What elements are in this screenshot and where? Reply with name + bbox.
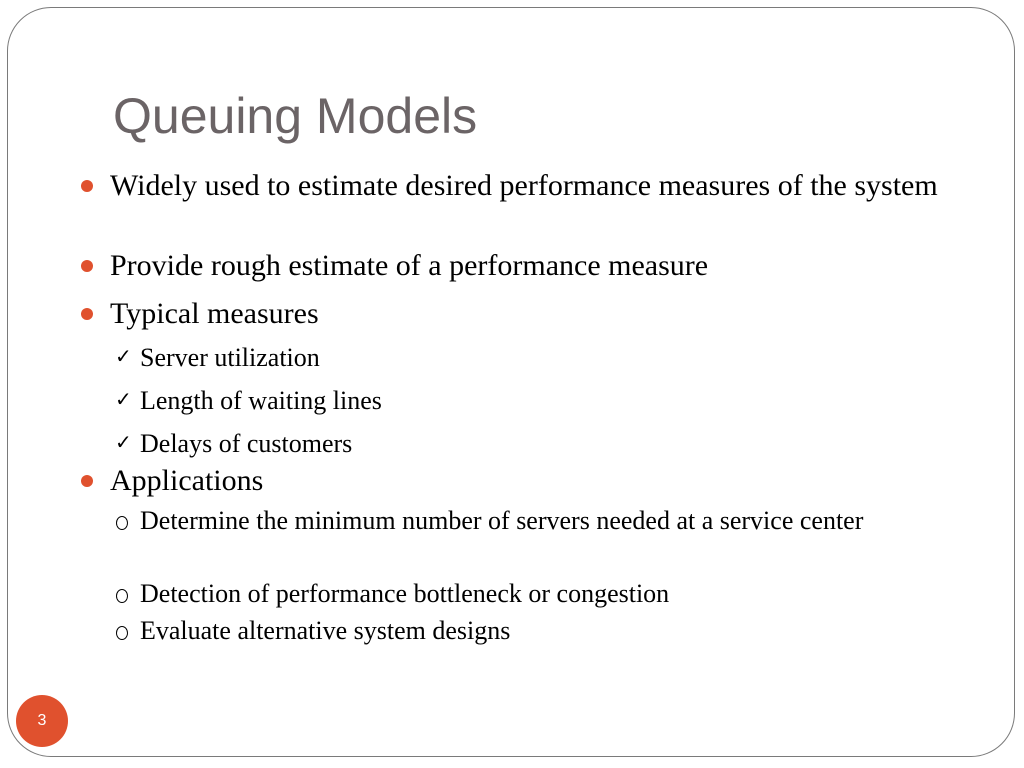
bullet-dot-icon [81,475,93,487]
bullet-dot-icon [81,180,93,192]
bullet-dot-icon [81,260,93,272]
slide-frame [7,7,1015,757]
circle-bullet-icon [116,516,128,530]
circle-bullet-icon [116,589,128,603]
bullet-item: Widely used to estimate desired performa… [110,169,938,202]
circle-bullet-icon [116,626,128,640]
sub-bullet-item: Evaluate alternative system designs [140,616,511,645]
checkmark-icon: ✓ [115,430,132,454]
bullet-item: Typical measures [110,297,319,330]
bullet-item: Applications [110,464,264,497]
sub-bullet-item: Server utilization [140,343,320,372]
slide-title: Queuing Models [113,88,478,144]
sub-bullet-item: Length of waiting lines [140,386,382,415]
checkmark-icon: ✓ [115,387,132,411]
bullet-dot-icon [81,308,93,320]
sub-bullet-item: Delays of customers [140,429,353,458]
page-number-badge: 3 [16,695,68,747]
sub-bullet-item: Detection of performance bottleneck or c… [140,579,670,608]
sub-bullet-item: Determine the minimum number of servers … [140,506,864,535]
checkmark-icon: ✓ [115,344,132,368]
bullet-item: Provide rough estimate of a performance … [110,249,709,282]
